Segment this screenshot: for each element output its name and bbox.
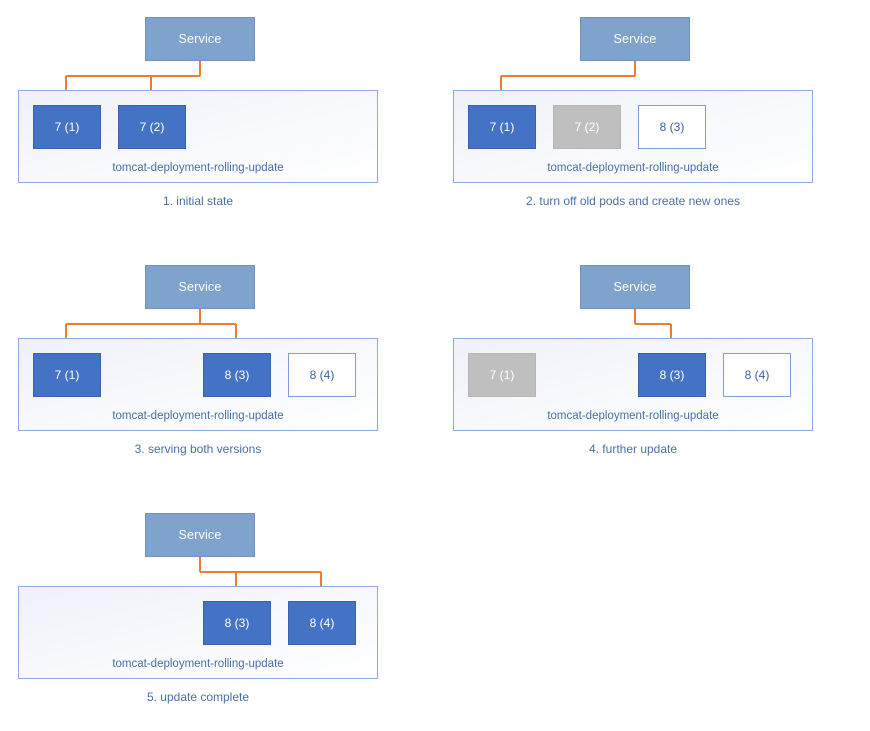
pod-active[interactable]: 8 (3)	[203, 601, 271, 645]
panel-caption: 3. serving both versions	[134, 442, 262, 456]
panel-caption: 2. turn off old pods and create new ones	[526, 194, 740, 208]
pod-label: 7 (1)	[54, 120, 80, 134]
pod-active[interactable]: 8 (3)	[203, 353, 271, 397]
deployment-name-label: tomcat-deployment-rolling-update	[112, 410, 284, 422]
pod-label: 8 (4)	[744, 368, 770, 382]
deployment-name-label: tomcat-deployment-rolling-update	[112, 658, 284, 670]
pod-active[interactable]: 7 (2)	[118, 105, 186, 149]
deployment-container[interactable]: 7 (1) 7 (2) 8 (3) tomcat-deployment-rolling…	[453, 90, 813, 183]
panel-2: Service 7 (1) 7 (2) 8 (3) tomcat-deployment-…	[435, 0, 870, 235]
service-label: Service	[178, 32, 222, 46]
deployment-container[interactable]: 7 (1) 7 (2) tomcat-deployment-rolling-upda…	[18, 90, 378, 183]
pod-pending[interactable]: 8 (4)	[723, 353, 791, 397]
panel-5: Service 8 (3) 8 (4) tomcat-deployment-rolli…	[0, 496, 435, 731]
panel-caption: 5. update complete	[146, 690, 250, 704]
pod-row: 8 (3) 8 (4)	[33, 601, 365, 645]
pod-label: 8 (3)	[224, 616, 250, 630]
service-label: Service	[178, 528, 222, 542]
pod-row: 7 (1) 8 (3) 8 (4)	[33, 353, 365, 397]
pod-active[interactable]: 7 (1)	[33, 105, 101, 149]
pod-terminating[interactable]: 7 (1)	[468, 353, 536, 397]
deployment-name-label: tomcat-deployment-rolling-update	[547, 410, 719, 422]
pod-pending[interactable]: 8 (4)	[288, 353, 356, 397]
deployment-container[interactable]: 8 (3) 8 (4) tomcat-deployment-rolling-upda…	[18, 586, 378, 679]
panel-4: Service 7 (1) 8 (3) 8 (4) tomcat-deployment-…	[435, 248, 870, 483]
pod-label: 8 (4)	[309, 616, 335, 630]
pod-label: 7 (2)	[139, 120, 165, 134]
pod-label: 7 (1)	[489, 120, 515, 134]
pod-label: 8 (3)	[659, 368, 685, 382]
service-label: Service	[178, 280, 222, 294]
pod-label: 7 (2)	[574, 120, 600, 134]
pod-active[interactable]: 7 (1)	[33, 353, 101, 397]
panel-caption: 4. further update	[588, 442, 678, 456]
pod-label: 8 (4)	[309, 368, 335, 382]
service-box[interactable]: Service	[145, 17, 255, 61]
pod-active[interactable]: 8 (3)	[638, 353, 706, 397]
deployment-container[interactable]: 7 (1) 8 (3) 8 (4) tomcat-deployment-rolling…	[453, 338, 813, 431]
pod-label: 8 (3)	[659, 120, 685, 134]
pod-label: 8 (3)	[224, 368, 250, 382]
service-box[interactable]: Service	[145, 513, 255, 557]
pod-terminating[interactable]: 7 (2)	[553, 105, 621, 149]
deployment-name-label: tomcat-deployment-rolling-update	[547, 162, 719, 174]
pod-active[interactable]: 8 (4)	[288, 601, 356, 645]
pod-row: 7 (1) 7 (2) 8 (3)	[468, 105, 800, 149]
service-box[interactable]: Service	[580, 17, 690, 61]
panel-3: Service 7 (1) 8 (3) 8 (4) tomcat-deployment-…	[0, 248, 435, 483]
pod-row: 7 (1) 7 (2)	[33, 105, 365, 149]
deployment-container[interactable]: 7 (1) 8 (3) 8 (4) tomcat-deployment-rolling…	[18, 338, 378, 431]
panel-1: Service 7 (1) 7 (2) tomcat-deployment-rolli…	[0, 0, 435, 235]
pod-active[interactable]: 7 (1)	[468, 105, 536, 149]
service-box[interactable]: Service	[580, 265, 690, 309]
service-box[interactable]: Service	[145, 265, 255, 309]
pod-pending[interactable]: 8 (3)	[638, 105, 706, 149]
service-label: Service	[613, 280, 657, 294]
panel-caption: 1. initial state	[162, 194, 234, 208]
deployment-name-label: tomcat-deployment-rolling-update	[112, 162, 284, 174]
service-label: Service	[613, 32, 657, 46]
pod-label: 7 (1)	[54, 368, 80, 382]
pod-label: 7 (1)	[489, 368, 515, 382]
pod-row: 7 (1) 8 (3) 8 (4)	[468, 353, 800, 397]
